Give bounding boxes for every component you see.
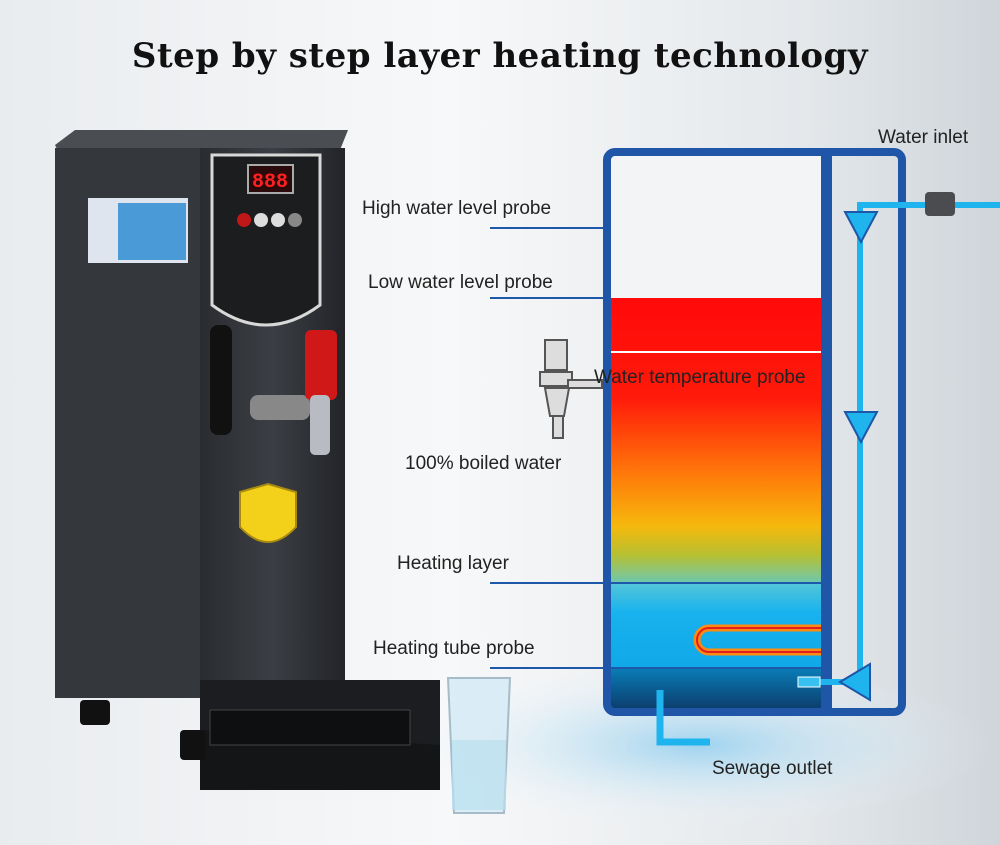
water-boiler-machine: 888 — [55, 130, 440, 790]
faucet-icon — [539, 339, 603, 439]
flow-arrow-icon — [838, 662, 871, 702]
label-low-water-level-probe: Low water level probe — [368, 272, 553, 293]
water-glass — [446, 677, 512, 814]
water-pipes — [656, 192, 1000, 746]
label-high-water-level-probe: High water level probe — [362, 198, 552, 219]
label-water-temperature-probe: Water temperature probe — [594, 367, 806, 388]
flow-arrow-icon — [843, 211, 879, 245]
label-heating-tube-probe: Heating tube probe — [373, 638, 535, 659]
page-title: Step by step layer heating technology — [131, 36, 869, 76]
water-tank — [603, 148, 906, 716]
label-boiled-water: 100% boiled water — [405, 453, 562, 474]
label-sewage-outlet: Sewage outlet — [712, 758, 833, 779]
label-water-inlet: Water inlet — [878, 127, 969, 148]
inlet-valve — [925, 192, 955, 216]
flow-arrow-icon — [843, 411, 879, 445]
label-heating-layer: Heating layer — [397, 553, 509, 574]
led-display: 888 — [252, 171, 288, 194]
